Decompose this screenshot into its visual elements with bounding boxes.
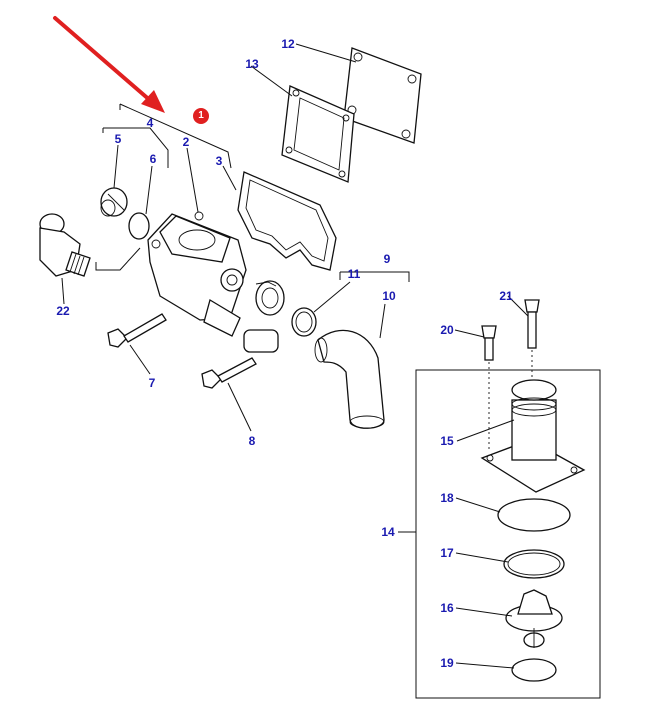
part-6-o-ring [128,212,150,240]
part-16-thermostat [505,589,563,648]
part-14-kit-box [415,369,601,699]
part-label-20: 20 [440,323,454,337]
part-2-thermostat-housing [147,211,285,353]
part-label-21: 21 [499,289,513,303]
part-label-11: 11 [347,267,361,281]
part-17-retaining-ring [503,549,565,579]
part-label-22: 22 [56,304,70,318]
part-label-19: 19 [440,656,454,670]
part-label-16: 16 [440,601,454,615]
part-label-8: 8 [248,434,256,448]
bracket-group-4 [102,127,169,168]
part-22-elbow-fitting [39,213,91,277]
part-13-gasket [281,85,355,183]
part-7-bolt [107,313,167,348]
part-5-plug [100,187,128,217]
part-3-gasket [237,171,337,271]
part-19-o-ring [511,658,557,682]
callout-badge: 1 [193,108,209,124]
part-8-bolt [201,357,257,389]
leader-lines [61,43,529,669]
part-label-5: 5 [114,132,122,146]
part-label-7: 7 [148,376,156,390]
part-21-bolt [524,299,540,380]
part-label-12: 12 [281,37,295,51]
part-label-2: 2 [182,135,190,149]
part-10-hose [314,329,385,429]
part-label-18: 18 [440,491,454,505]
red-pointer-arrow [53,16,165,113]
part-12-cover-plate [343,47,422,144]
part-label-3: 3 [215,154,223,168]
part-label-4: 4 [146,116,154,130]
part-11-hose-clamp [291,307,317,337]
part-20-bolt [481,325,497,450]
part-label-9: 9 [383,252,391,266]
part-label-10: 10 [382,289,396,303]
part-label-14: 14 [381,525,395,539]
part-18-seal-ring [497,498,571,532]
part-15-thermostat-cover [480,379,586,493]
part-label-13: 13 [245,57,259,71]
part-label-6: 6 [149,152,157,166]
part-label-15: 15 [440,434,454,448]
bracket-group-top [119,103,232,169]
part-label-17: 17 [440,546,454,560]
